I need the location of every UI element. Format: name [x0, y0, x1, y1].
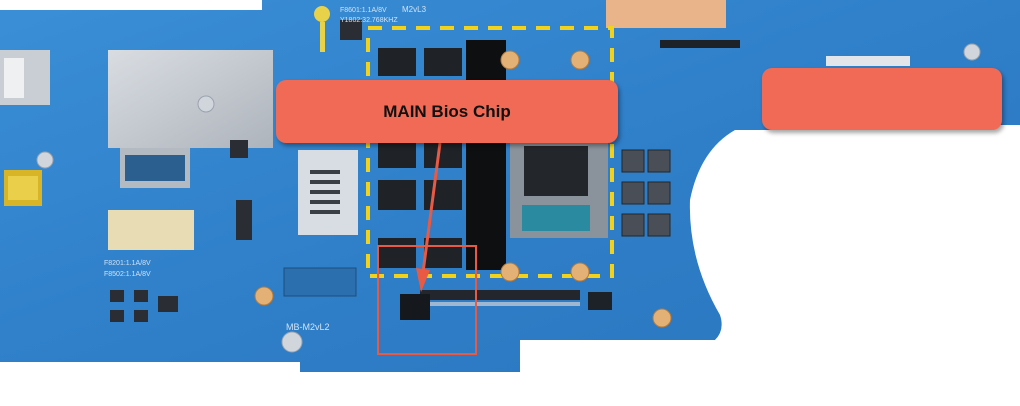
bios-chip	[400, 294, 430, 320]
silkscreen-mb: MB-M2vL2	[286, 322, 330, 332]
bios-chip-callout-label: MAIN Bios Chip	[383, 101, 511, 121]
pointer-arrow	[420, 142, 442, 281]
blank-callout	[762, 68, 1002, 130]
metal-shield	[108, 50, 273, 148]
silkscreen-fuse-a: F8201:1.1A/8V	[104, 260, 151, 267]
silkscreen-xtal: Y1802:32.768KHZ	[340, 17, 398, 24]
silkscreen-m2: M2vL3	[402, 5, 427, 14]
black-pad	[466, 40, 506, 270]
silkscreen-fuse-b: F8502:1.1A/8V	[104, 271, 151, 278]
dashed-outline	[366, 26, 614, 278]
silkscreen-fuse-c: F8601:1.1A/8V	[340, 7, 387, 14]
m2-slot	[283, 267, 357, 297]
bios-chip-callout: MAIN Bios Chip	[276, 80, 618, 143]
